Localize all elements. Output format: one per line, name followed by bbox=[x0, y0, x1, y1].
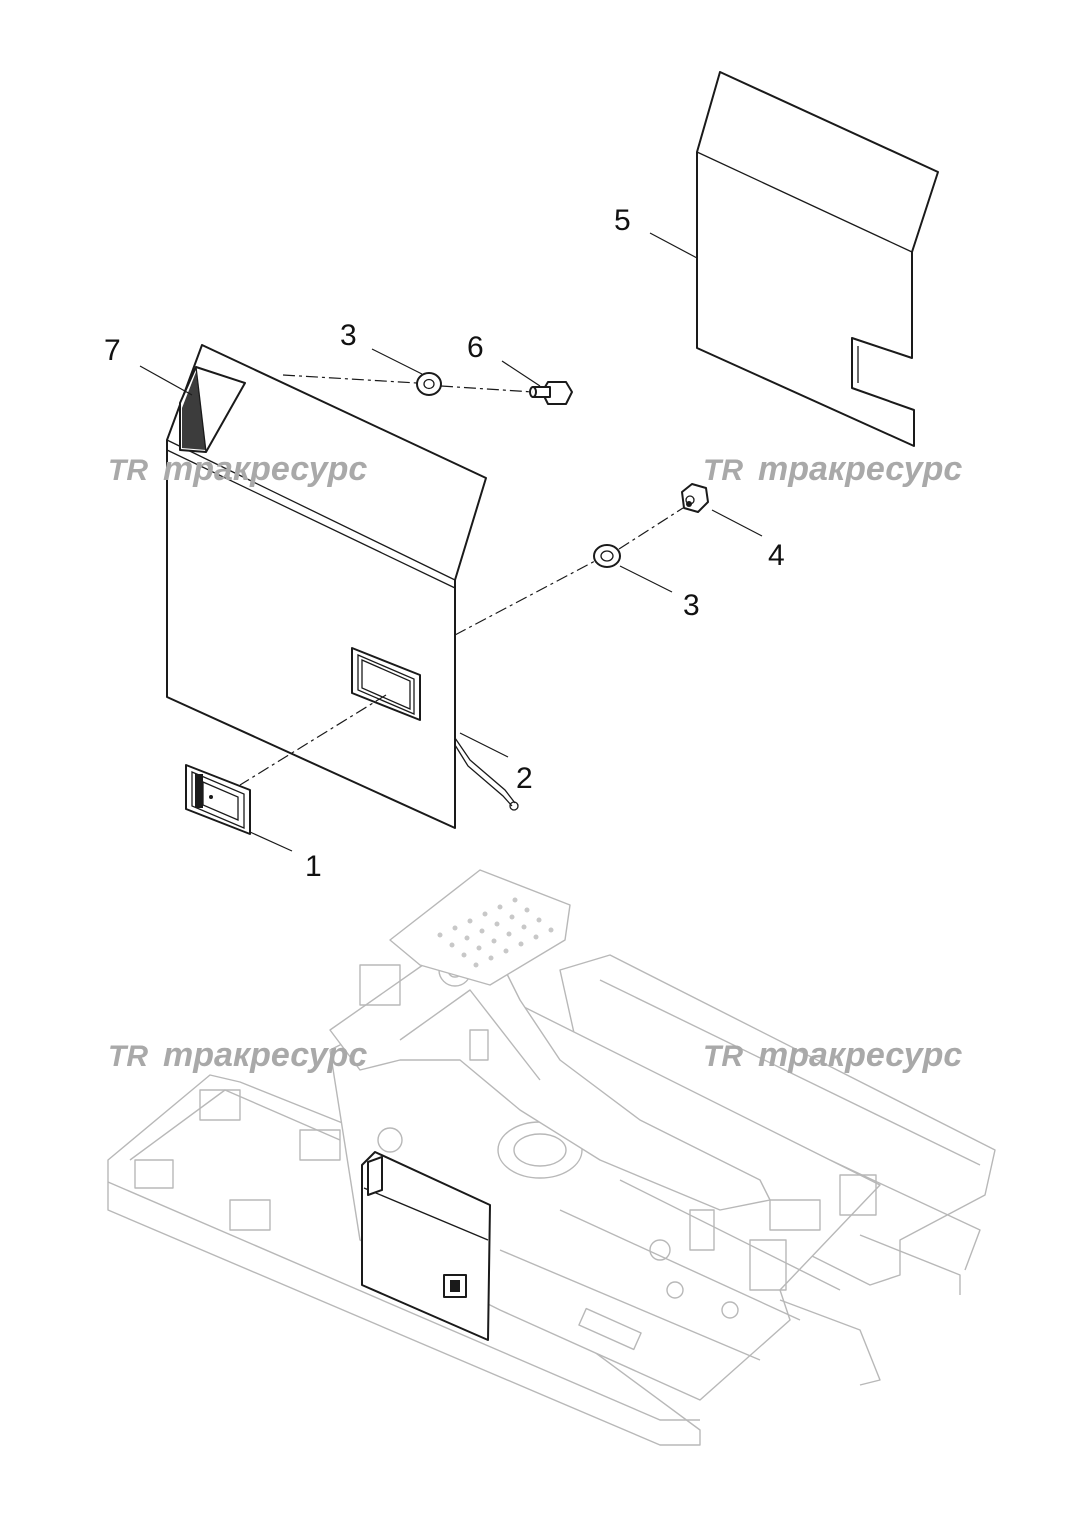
callout-2: 2 bbox=[516, 762, 533, 795]
svg-text:тракресурс: тракресурс bbox=[163, 450, 367, 488]
callout-5: 5 bbox=[614, 204, 631, 237]
part-1-lock bbox=[185, 764, 251, 835]
callout-3a: 3 bbox=[340, 319, 357, 352]
svg-text:тракресурс: тракресурс bbox=[163, 1036, 367, 1074]
part-6-bolt bbox=[529, 381, 573, 405]
part-7-handle bbox=[179, 366, 246, 453]
grid-tray bbox=[389, 869, 571, 986]
callout-4: 4 bbox=[768, 539, 785, 572]
door-lock-opening bbox=[351, 647, 421, 721]
part-3b-washer bbox=[593, 544, 621, 568]
svg-text:TR: TR bbox=[108, 1040, 148, 1073]
callout-3b: 3 bbox=[683, 589, 700, 622]
watermark-bottom-left: TR тракресурс bbox=[108, 1036, 367, 1074]
svg-text:TR: TR bbox=[108, 454, 148, 487]
callout-7: 7 bbox=[104, 334, 121, 367]
watermark-top-left: TR тракресурс bbox=[108, 450, 367, 488]
part-3a-washer bbox=[416, 372, 442, 396]
callout-labels: 7 3 6 5 4 3 2 1 bbox=[104, 204, 785, 883]
installed-door-handle bbox=[367, 1156, 383, 1196]
leader-lines bbox=[139, 232, 763, 852]
svg-text:TR: TR bbox=[703, 454, 743, 487]
svg-text:тракресурс: тракресурс bbox=[758, 1036, 962, 1074]
grid-holes bbox=[437, 897, 554, 968]
callout-6: 6 bbox=[467, 331, 484, 364]
part-4-nut bbox=[681, 483, 709, 513]
watermark-top-right: TR тракресурс bbox=[703, 450, 962, 488]
assembly-lines bbox=[239, 374, 684, 786]
svg-text:тракресурс: тракресурс bbox=[758, 450, 962, 488]
callout-1: 1 bbox=[305, 850, 322, 883]
part-5-cover-panel bbox=[696, 71, 939, 447]
svg-text:TR: TR bbox=[703, 1040, 743, 1073]
machine-frame bbox=[107, 869, 996, 1446]
watermark-bottom-right: TR тракресурс bbox=[703, 1036, 962, 1074]
